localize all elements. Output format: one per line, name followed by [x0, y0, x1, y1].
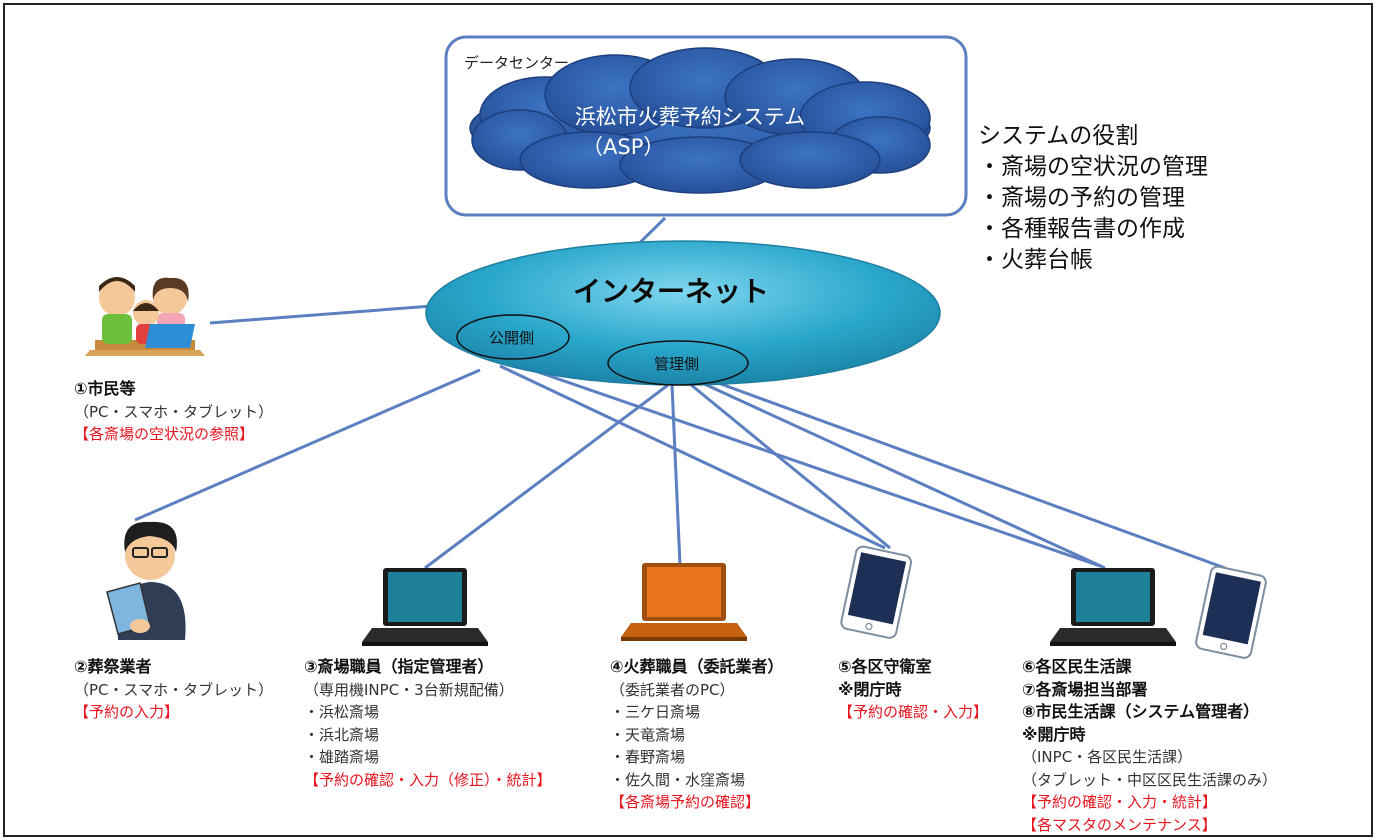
- node-site: ・浜松斎場: [304, 703, 380, 721]
- datacenter-label: データセンター: [464, 54, 570, 72]
- node-title: ②葬祭業者: [74, 657, 152, 676]
- node-citizen: ①市民等 （PC・スマホ・タブレット） 【各斎場の空状況の参照】: [74, 378, 273, 446]
- admin-side-label: 管理側: [654, 355, 700, 373]
- node-action: 【予約の入力】: [74, 703, 180, 721]
- node-site: ・浜北斎場: [304, 725, 380, 744]
- node-action: 【予約の確認・入力・統計】: [1022, 793, 1218, 811]
- node-funeral: ②葬祭業者 （PC・スマホ・タブレット） 【予約の入力】: [74, 656, 273, 724]
- node-devices: （専用機INPC・3台新規配備）: [304, 680, 514, 699]
- link-staff: [424, 383, 669, 570]
- node-title: ①市民等: [74, 379, 136, 398]
- laptop-icon: [621, 563, 747, 641]
- node-site: ・天竜斎場: [610, 725, 686, 744]
- public-side-ellipse: [456, 314, 570, 360]
- internet-label: インターネット: [573, 275, 770, 308]
- diagram-frame: [3, 3, 1373, 837]
- role-item: ・火葬台帳: [978, 247, 1093, 273]
- link-admin-civic: [699, 380, 1106, 570]
- role-item: ・斎場の予約の管理: [978, 185, 1185, 211]
- admin-side-ellipse: [607, 340, 749, 386]
- laptop-icon: [362, 568, 488, 646]
- node-cremation: ④火葬職員（委託業者） （委託業者のPC） ・三ケ日斎場 ・天竜斎場 ・春野斎場…: [610, 656, 784, 814]
- tablet-icon: [1195, 565, 1267, 659]
- system-roles: システムの役割 ・斎場の空状況の管理 ・斎場の予約の管理 ・各種報告書の作成 ・…: [978, 121, 1208, 276]
- node-title: ⑤各区守衛室: [838, 657, 932, 676]
- node-devices: （委託業者のPC）: [610, 680, 735, 699]
- node-action: 【予約の確認・入力】: [838, 703, 989, 721]
- node-title: ④火葬職員（委託業者）: [610, 657, 784, 676]
- system-name-text: 浜松市火葬予約システム: [574, 105, 806, 129]
- node-site: ・三ケ日斎場: [610, 703, 701, 721]
- node-action: 【各斎場の空状況の参照】: [74, 425, 255, 443]
- node-guard: ⑤各区守衛室 ※閉庁時 【予約の確認・入力】: [838, 656, 988, 724]
- link-citizen: [209, 304, 433, 325]
- role-item: ・各種報告書の作成: [978, 216, 1185, 242]
- node-action: 【予約の確認・入力（修正）・統計】: [304, 770, 552, 789]
- node-note: ※開庁時: [1022, 724, 1086, 744]
- node-staff: ③斎場職員（指定管理者） （専用機INPC・3台新規配備） ・浜松斎場 ・浜北斎…: [304, 656, 552, 791]
- link-public-civic: [514, 362, 1101, 568]
- link-admin-tablet: [709, 378, 1226, 570]
- link-cremation: [670, 384, 682, 566]
- node-civic: ⑥各区民生活課 ⑦各斎場担当部署 ⑧市民生活課（システム管理者） ※開庁時 （I…: [1022, 656, 1277, 836]
- node-site: ・雄踏斎場: [304, 748, 380, 766]
- node-title: ⑥各区民生活課: [1022, 657, 1132, 676]
- link-public-guard: [499, 364, 886, 550]
- funeral-worker-icon: [106, 521, 186, 640]
- system-name: 浜松市火葬予約システム （ASP）: [540, 102, 840, 162]
- node-action: 【各マスタのメンテナンス】: [1022, 815, 1217, 834]
- cloud-shape: [469, 47, 931, 194]
- node-action: 【各斎場予約の確認】: [610, 793, 761, 811]
- tablet-icon: [840, 545, 913, 639]
- laptop-icon: [1050, 568, 1176, 646]
- public-side-label: 公開側: [489, 329, 535, 347]
- node-title: ⑦各斎場担当部署: [1022, 679, 1148, 699]
- node-devices: （INPC・各区民生活課）: [1022, 748, 1193, 766]
- node-note: ※閉庁時: [838, 679, 902, 699]
- role-item: ・斎場の空状況の管理: [978, 154, 1208, 180]
- link-funeral: [134, 368, 481, 522]
- node-devices: （PC・スマホ・タブレット）: [74, 402, 274, 421]
- system-type: （ASP）: [582, 135, 665, 159]
- family-illustration-icon: [85, 277, 205, 356]
- node-devices: （PC・スマホ・タブレット）: [74, 680, 274, 699]
- node-title: ⑧市民生活課（システム管理者）: [1022, 702, 1260, 721]
- node-site: ・佐久間・水窪斎場: [610, 770, 746, 789]
- link-admin-guard: [689, 382, 891, 550]
- roles-title: システムの役割: [978, 123, 1139, 149]
- node-devices: （タブレット・中区区民生活課のみ）: [1022, 770, 1278, 789]
- node-site: ・春野斎場: [610, 748, 686, 766]
- node-title: ③斎場職員（指定管理者）: [304, 657, 494, 676]
